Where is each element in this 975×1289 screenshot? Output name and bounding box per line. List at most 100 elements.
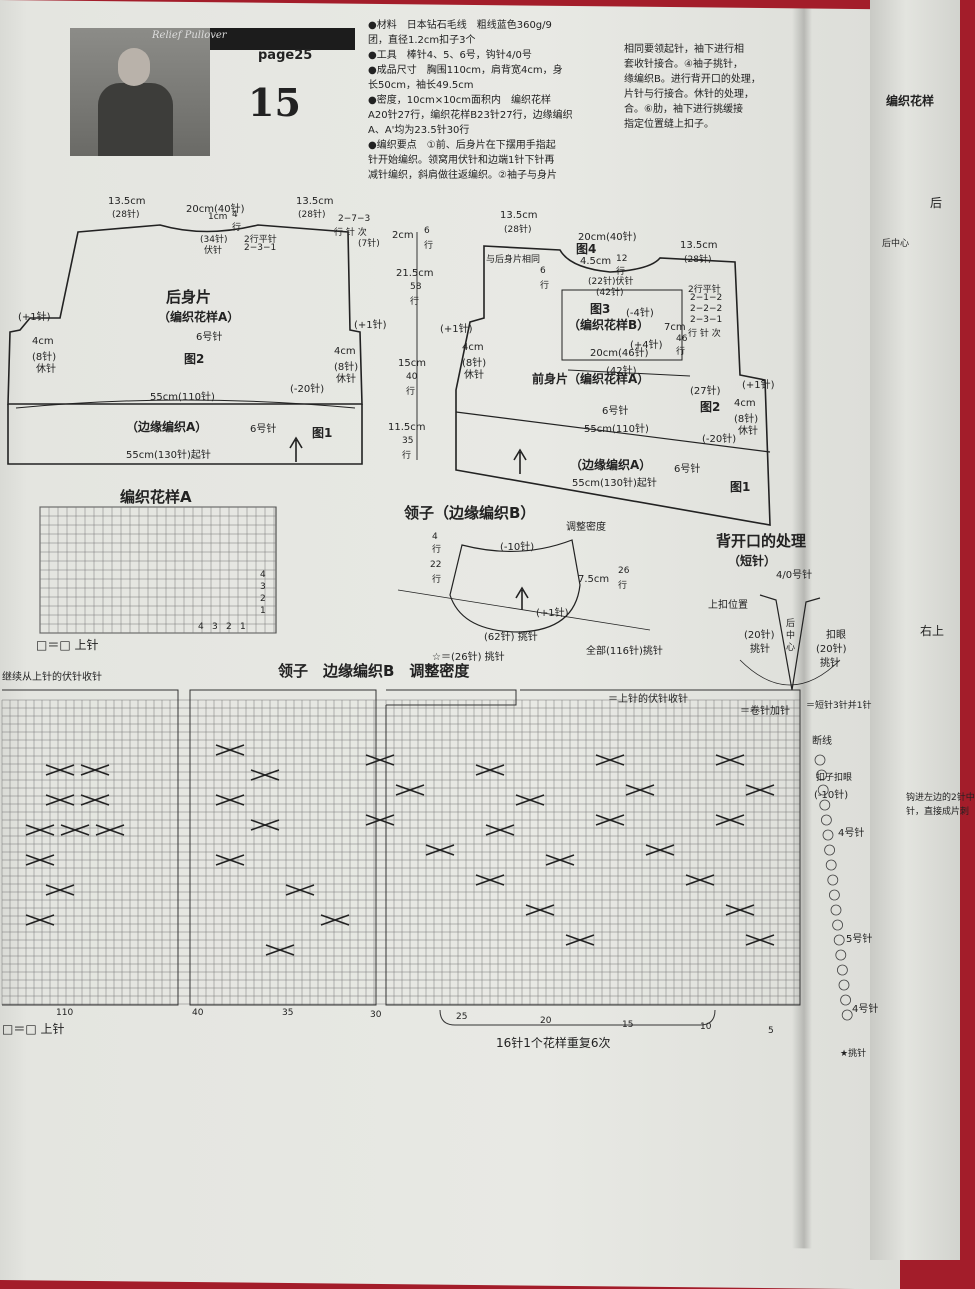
mid-40-r: 行 [406, 387, 416, 397]
collar-pick62: (62针) 挑针 [484, 632, 538, 643]
back-side-8-r: (8针) [334, 362, 359, 373]
front-top-left-st: (28针) [504, 225, 532, 235]
front-fig4: 图4 [576, 242, 597, 256]
model-photo [70, 28, 210, 156]
back-left-inc: (+1针) [18, 312, 51, 323]
right-page-edge [870, 0, 960, 1260]
buttonhole-label: 扣眼 [826, 630, 846, 641]
col-num: 30 [370, 1010, 382, 1020]
collar-dec10: (-10针) [500, 542, 535, 553]
back-side-4cm-r: 4cm [334, 346, 356, 357]
front-side-4cm-l: 4cm [462, 342, 484, 353]
front-title: 前身片（编织花样A） [532, 372, 650, 386]
back-neck-4: 4 [232, 210, 238, 220]
col-num: 20 [540, 1016, 552, 1026]
collar-chart-title: 领子 边缘编织B 调整密度 [278, 662, 470, 680]
back-cast-on: 55cm(130针)起针 [126, 450, 211, 461]
pattern-a-col-num: 4 [198, 622, 204, 632]
front-cast-on: 55cm(130针)起针 [572, 478, 657, 489]
materials-line: A20针27行，编织花样B23针27行，边缘编织 [368, 110, 573, 121]
needle-size-4a: 4号针 [838, 828, 865, 839]
collar-r22: 22 [430, 560, 442, 570]
back-title: 后身片 [166, 288, 212, 306]
front-20cm: 20cm(46针) [590, 348, 649, 359]
back-neck-2rows: 2行平针 [244, 235, 277, 245]
front-sh5: 行 针 次 [688, 329, 721, 339]
front-sh1: 2行平针 [688, 285, 721, 295]
back-right-inc: (+1针) [354, 320, 387, 331]
materials-block: ●材料 日本钻石毛线 粗线蓝色360g/9 团，直径1.2cm扣子3个 ●工具 … [368, 18, 573, 183]
col-num: 35 [282, 1008, 294, 1018]
front-right-inc: (+1针) [742, 380, 775, 391]
mid-35-r: 行 [402, 451, 412, 461]
back-neck-34: (34针) [200, 235, 228, 245]
collar-all116: 全部(116针)挑针 [586, 646, 663, 657]
front-dec: (-20针) [702, 434, 737, 445]
front-42b: (42针) [606, 366, 637, 377]
front-fig1: 图1 [730, 480, 751, 494]
front-fig3: 图3 [590, 302, 611, 316]
bind-off-legend: ＝上针的伏针收针 [608, 694, 688, 705]
purl-legend-bottom: □＝□ 上针 [2, 1022, 65, 1036]
back-border: （边缘编织A） [126, 420, 208, 434]
materials-line: 团，直径1.2cm扣子3个 [368, 35, 476, 46]
mid-40: 40 [406, 372, 418, 382]
back-fig1: 图1 [312, 426, 333, 440]
front-top-left: 13.5cm [500, 210, 538, 221]
back-opening-p20a: (20针) [744, 630, 775, 641]
front-12-r: 行 [616, 267, 626, 277]
mid-11-5cm: 11.5cm [388, 422, 426, 433]
collar-r4r: 行 [432, 545, 442, 555]
break-yarn-label: 断线 [812, 736, 832, 747]
pattern-a-row-num: 4 [260, 570, 266, 580]
back-side-8-l: (8针) [32, 352, 57, 363]
right-page-text-1: 钩进左边的2针中 [906, 793, 975, 803]
pick-up-legend: ★挑针 [840, 1049, 867, 1059]
materials-line: ●材料 日本钻石毛线 粗线蓝色360g/9 [368, 20, 552, 31]
back-top-mid: 20cm(40针) [186, 204, 245, 215]
back-top-right-st: (28针) [298, 210, 326, 220]
front-left-inc: (+1针) [440, 324, 473, 335]
back-neck-bind: 伏针 [204, 246, 223, 256]
front-side-8-l: (8针) [462, 358, 487, 369]
front-same-6: 6 [540, 266, 546, 276]
front-side-rest-l: 休针 [464, 370, 484, 381]
page-ref: page25 [258, 48, 313, 63]
instructions-right: 相同要领起针，袖下进行相 套收针接合。④袖子挑针， 缘编织B。进行背开口的处理，… [624, 44, 761, 130]
front-same-row: 行 [540, 281, 550, 291]
front-12: 12 [616, 254, 628, 264]
back-neck-rows: 行 [232, 223, 242, 233]
front-sh4: 2−3−1 [690, 315, 723, 325]
diagram-lines [1, 224, 853, 1026]
front-sh2: 2−1−2 [690, 293, 723, 303]
back-center-2: 中 [786, 631, 796, 641]
collar-r22r: 行 [432, 575, 442, 585]
mid-6-r: 行 [424, 241, 434, 251]
pattern-a-row-num: 1 [260, 606, 266, 616]
back-neck-1cm: 1cm [208, 212, 228, 222]
front-top-mid: 20cm(40针) [578, 232, 637, 243]
front-border-needle: 6号针 [674, 464, 701, 475]
col-num: 25 [456, 1012, 468, 1022]
back-top-right: 13.5cm [296, 196, 334, 207]
right-page-center: 后中心 [882, 239, 910, 249]
back-opening-sub: （短针） [728, 554, 777, 568]
pattern-a-legend: □＝□ 上针 [36, 638, 99, 652]
mid-21-5cm: 21.5cm [396, 268, 434, 279]
back-opening-p20b2: 挑针 [820, 658, 840, 669]
chart-buttonhole-label: 扣子扣眼 [816, 773, 853, 783]
front-4-5cm: 4.5cm [580, 256, 612, 267]
mid-35: 35 [402, 436, 414, 446]
needle-size-4b: 4号针 [852, 1004, 879, 1015]
button-position: 上扣位置 [708, 600, 748, 611]
pattern-a-col-num: 3 [212, 622, 218, 632]
chart-dec10: (-10针) [814, 790, 849, 801]
back-opening-p20a2: 挑针 [750, 644, 770, 655]
back-top-left: 13.5cm [108, 196, 146, 207]
front-46: 46 [676, 334, 688, 344]
back-shoulder-a: 2−7−3 [338, 214, 371, 224]
col-num: 10 [700, 1022, 712, 1032]
back-fig2: 图2 [184, 352, 205, 366]
back-opening-title: 背开口的处理 [716, 532, 807, 550]
repeat-label: 16针1个花样重复6次 [496, 1036, 611, 1050]
